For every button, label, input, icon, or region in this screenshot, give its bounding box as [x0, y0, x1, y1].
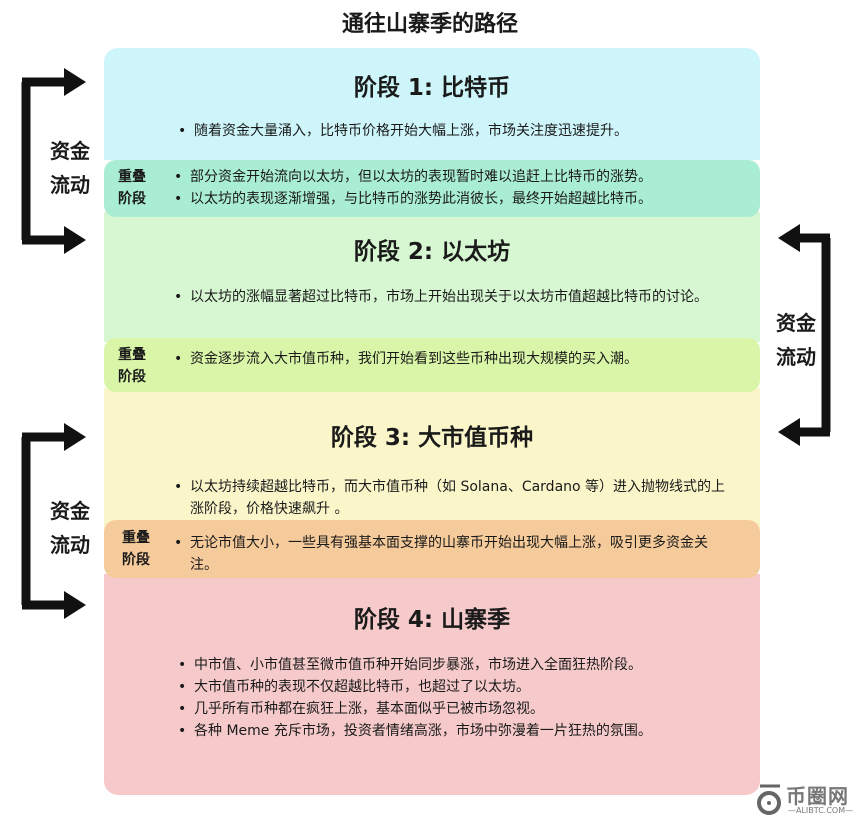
- flow-label: 资金流动: [50, 139, 90, 197]
- bullet: 部分资金开始流向以太坊，但以太坊的表现暂时难以追赶上比特币的涨势。: [172, 166, 752, 188]
- overlap-label: 重叠: [118, 347, 146, 363]
- overlap-label: 重叠: [122, 530, 150, 546]
- stage-1: 阶段 1: 比特币 随着资金大量涌入，比特币价格开始大幅上涨，市场关注度迅速提升…: [104, 48, 760, 160]
- bullet: 无论市值大小，一些具有强基本面支撑的山寨币开始出现大幅上涨，吸引更多资金关注。: [172, 532, 712, 576]
- bullet: 以太坊的涨幅显著超过比特币，市场上开始出现关于以太坊市值超越比特币的讨论。: [172, 286, 732, 308]
- stage-2: 阶段 2: 以太坊 以太坊的涨幅显著超过比特币，市场上开始出现关于以太坊市值超越…: [104, 212, 760, 342]
- overlap-label: 阶段: [122, 552, 150, 568]
- flow-bracket-arrow-icon: [21, 68, 86, 254]
- flow-bracket-arrow-icon: [778, 224, 831, 446]
- stage-3: 阶段 3: 大市值币种 以太坊持续超越比特币，而大市值币种（如 Solana、C…: [104, 388, 760, 528]
- bullet: 资金逐步流入大市值币种，我们开始看到这些币种出现大规模的买入潮。: [172, 348, 752, 370]
- overlap-label: 阶段: [118, 369, 146, 385]
- diagram-title: 通往山寨季的路径: [341, 12, 518, 37]
- bullet: 以太坊的表现逐渐增强，与比特币的涨势此消彼长，最终开始超越比特币。: [172, 188, 752, 210]
- bullet: 各种 Meme 充斥市场，投资者情绪高涨，市场中弥漫着一片狂热的氛围。: [176, 720, 756, 742]
- bullet: 几乎所有币种都在疯狂上涨，基本面似乎已被市场忽视。: [176, 698, 756, 720]
- stage-heading: 阶段 1: 比特币: [353, 75, 511, 101]
- bullet: 以太坊持续超越比特币，而大市值币种（如 Solana、Cardano 等）进入抛…: [172, 476, 732, 520]
- overlap-label: 重叠: [118, 169, 146, 185]
- flow-label: 资金流动: [50, 499, 90, 557]
- stage-heading: 阶段 4: 山寨季: [353, 607, 511, 633]
- flow-bracket-arrow-icon: [21, 423, 86, 619]
- bullet: 大市值币种的表现不仅超越比特币，也超过了以太坊。: [176, 676, 756, 698]
- logo-mark-icon: [757, 784, 781, 815]
- bullet: 随着资金大量涌入，比特币价格开始大幅上涨，市场关注度迅速提升。: [176, 120, 736, 142]
- bullet: 中市值、小市值甚至微市值币种开始同步暴涨，市场进入全面狂热阶段。: [176, 654, 756, 676]
- stages-panel: 阶段 1: 比特币 随着资金大量涌入，比特币价格开始大幅上涨，市场关注度迅速提升…: [104, 48, 760, 795]
- stage-4: 阶段 4: 山寨季 中市值、小市值甚至微市值币种开始同步暴涨，市场进入全面狂热阶…: [104, 574, 760, 795]
- overlap-label: 阶段: [118, 191, 146, 207]
- stage-heading: 阶段 2: 以太坊: [353, 239, 511, 265]
- site-logo: 币圈网 —ALIBTC.COM—: [752, 778, 860, 818]
- flow-label: 资金流动: [776, 311, 816, 369]
- stage-heading: 阶段 3: 大市值币种: [330, 425, 534, 451]
